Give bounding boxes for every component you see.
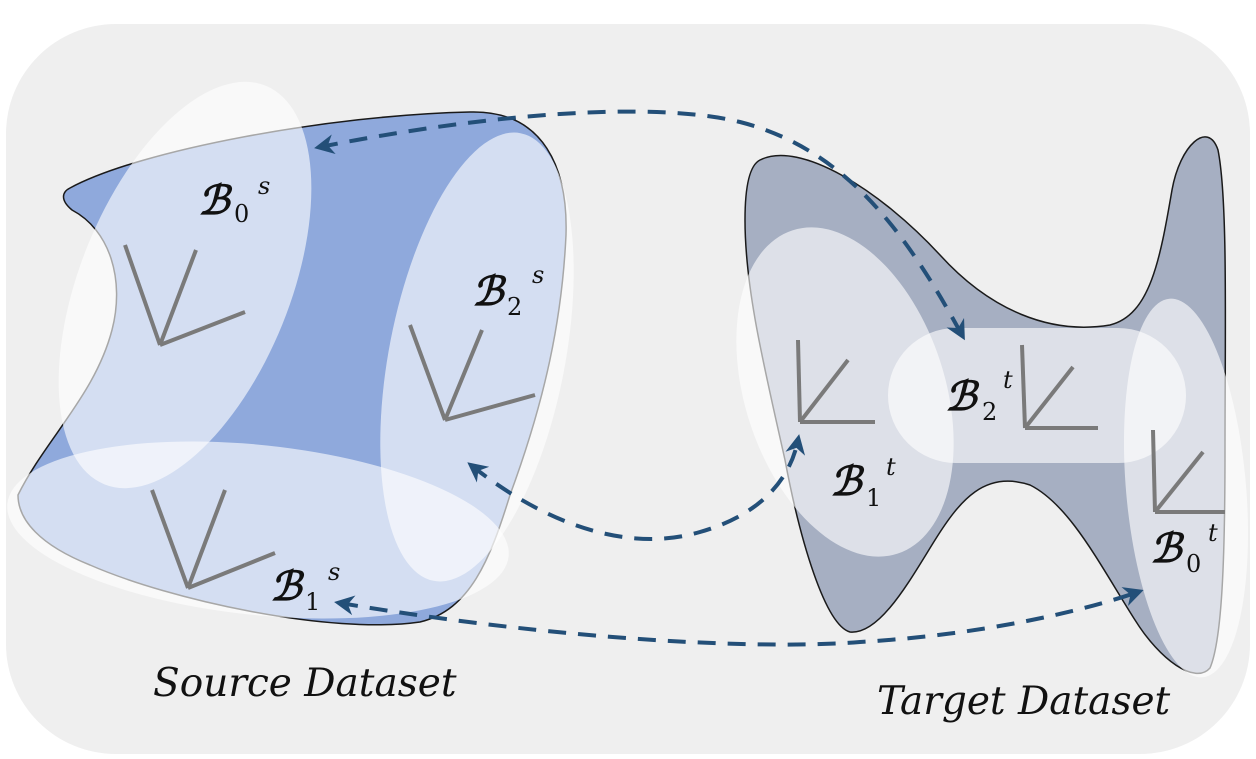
source-basis-0-label: ℬ 0 s — [198, 172, 270, 228]
source-basis-2-frame — [408, 324, 536, 422]
correspondence-arrows — [314, 109, 1144, 647]
target-basis-1-frame — [796, 339, 875, 424]
target-basis-1-label: ℬ 1 t — [830, 453, 896, 512]
target-dataset-caption: Target Dataset — [877, 679, 1171, 724]
source-basis-0-frame — [123, 244, 246, 347]
target-basis-0-frame — [1151, 429, 1225, 514]
target-region-0 — [1123, 298, 1249, 678]
source-region-1 — [7, 441, 509, 619]
arrow-source1-target0 — [334, 587, 1144, 647]
source-region-1-highlight — [7, 441, 509, 619]
source-dataset-caption: Source Dataset — [153, 661, 457, 706]
target-region-2-highlight — [888, 328, 1186, 463]
target-basis-2-frame — [1020, 344, 1098, 430]
target-region-0-highlight — [1123, 298, 1249, 678]
arrow-source0-target2 — [314, 109, 965, 341]
target-region-2 — [888, 328, 1186, 463]
source-region-0-highlight — [58, 81, 312, 489]
target-basis-2-label: ℬ 2 t — [945, 366, 1013, 426]
target-basis-0-label: ℬ 0 t — [1150, 519, 1218, 578]
source-basis-1-frame — [150, 489, 276, 590]
source-basis-1-label: ℬ 1 s — [270, 558, 340, 616]
arrow-source2-target1 — [467, 434, 806, 541]
source-region-0 — [58, 81, 312, 489]
